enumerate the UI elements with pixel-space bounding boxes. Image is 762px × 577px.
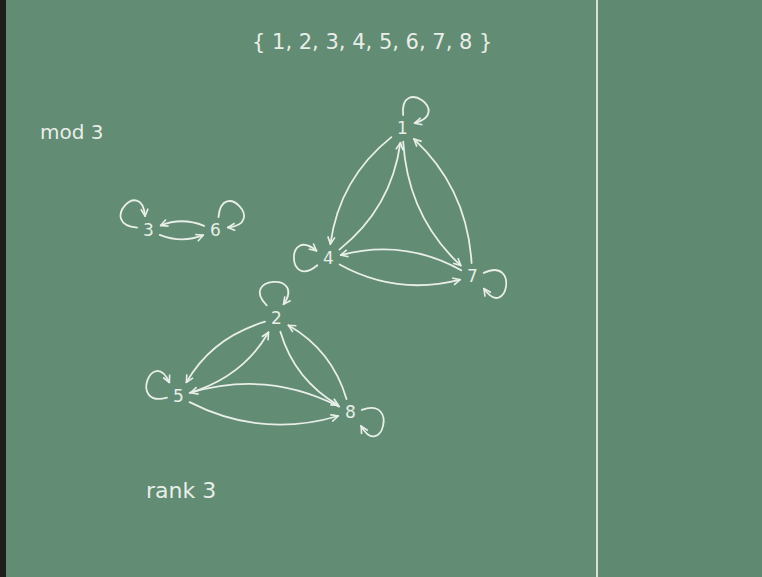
relation-arrow xyxy=(339,143,400,250)
relation-arrow xyxy=(414,139,472,263)
vertex-number: 3 xyxy=(143,221,154,240)
panel-divider xyxy=(596,0,598,577)
vertex-label: 4 xyxy=(319,247,338,270)
vertex-number: 5 xyxy=(173,387,184,406)
self-loop-arrow xyxy=(219,201,245,227)
vertex-label: 6 xyxy=(206,219,225,242)
self-loop-arrow xyxy=(294,245,317,272)
self-loop-arrow xyxy=(484,270,507,298)
relation-arrow xyxy=(161,221,205,226)
relation-arrow xyxy=(341,249,462,270)
board-title: { 1, 2, 3, 4, 5, 6, 7, 8 } xyxy=(252,30,492,54)
vertex-label: 3 xyxy=(139,219,158,242)
vertex-number: 6 xyxy=(210,221,221,240)
board-note: rank 3 xyxy=(146,478,216,503)
vertex-label: 7 xyxy=(463,265,482,288)
vertex-number: 8 xyxy=(345,403,356,422)
vertex-label: 1 xyxy=(393,117,412,140)
relation-arrow xyxy=(288,325,346,399)
relation-arrow xyxy=(160,235,204,239)
relation-arrow xyxy=(340,265,461,286)
board-note: mod 3 xyxy=(40,120,104,144)
self-loop-arrow xyxy=(260,282,289,305)
vertex-number: 2 xyxy=(271,309,282,328)
relation-arrow xyxy=(186,322,265,383)
board-panel xyxy=(598,0,762,577)
vertex-label: 8 xyxy=(341,401,360,424)
self-loop-arrow xyxy=(121,200,146,227)
vertex-label: 2 xyxy=(267,307,286,330)
board-edge xyxy=(0,0,6,577)
vertex-number: 7 xyxy=(467,267,478,286)
self-loop-arrow xyxy=(146,371,169,399)
relation-arrow xyxy=(191,384,340,407)
relation-arrow xyxy=(330,137,391,244)
relation-arrow xyxy=(190,402,339,425)
relation-arrow xyxy=(403,142,461,266)
vertex-label: 5 xyxy=(169,385,188,408)
vertex-number: 4 xyxy=(323,249,334,268)
self-loop-arrow xyxy=(361,408,384,436)
vertex-number: 1 xyxy=(397,119,408,138)
